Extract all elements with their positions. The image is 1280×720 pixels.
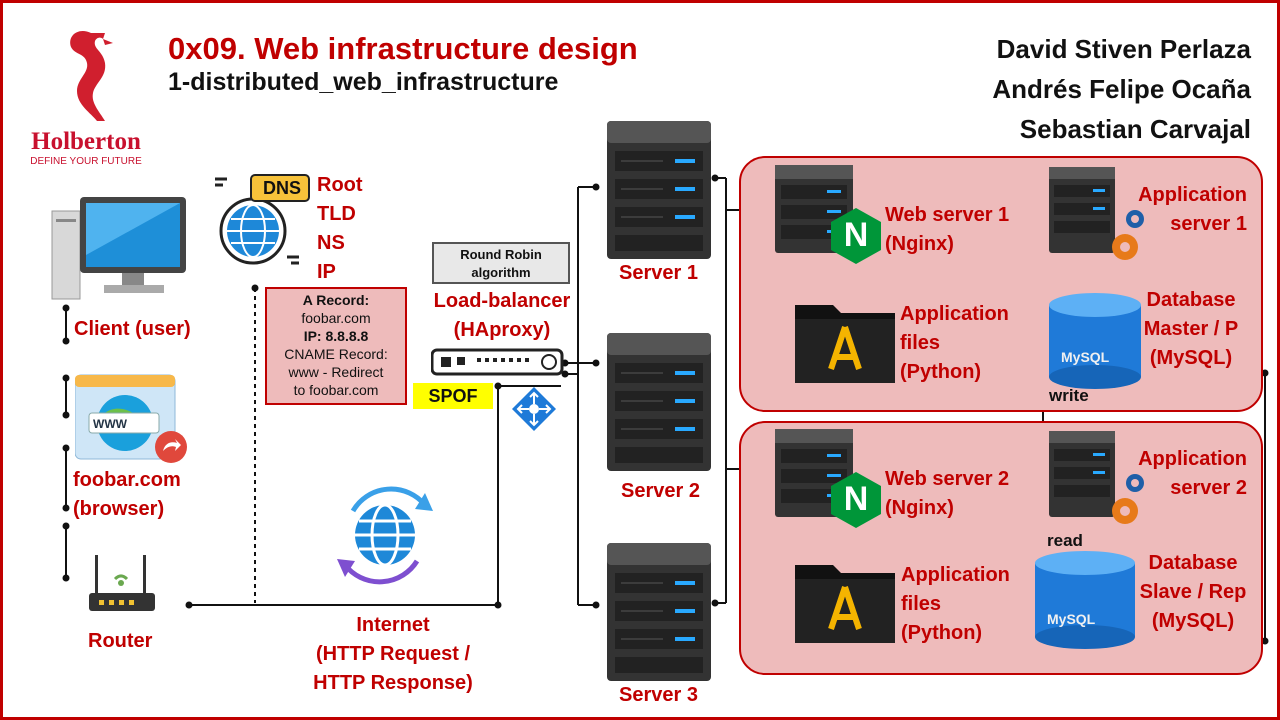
seahorse-icon — [70, 30, 113, 121]
server-tower-icon — [603, 543, 715, 683]
internet-label-line: (HTTP Request / — [315, 643, 471, 665]
holberton-logo: Holberton DEFINE YOUR FUTURE — [21, 25, 151, 167]
dns-record-box: A Record: foobar.com IP: 8.8.8.8 CNAME R… — [265, 287, 407, 405]
spof-badge: SPOF — [413, 383, 493, 409]
load-balancer-device-icon — [430, 346, 565, 378]
nginx-letter: N — [843, 216, 869, 254]
db-label-line: Database — [1146, 289, 1236, 311]
dns-level: IP — [317, 261, 336, 283]
db-write-label: write — [1049, 386, 1089, 405]
app-files-label-line: (Python) — [900, 361, 982, 383]
db-slave-label: Database Slave / Rep (MySQL) — [1131, 549, 1255, 636]
web-server-label-line: (Nginx) — [885, 497, 954, 519]
client-label: Client (user) — [74, 318, 191, 340]
algorithm-box: Round Robin algorithm — [432, 242, 570, 284]
browser-label: foobar.com (browser) — [73, 466, 181, 524]
server-label: Server 1 — [619, 262, 698, 284]
web-server-label-line: Web server 1 — [885, 204, 1010, 226]
app-server-1-label: Application server 1 — [1123, 181, 1247, 239]
db-label-line: Master / P — [1143, 318, 1239, 340]
db-read-label: read — [1047, 531, 1083, 550]
web-server-icon — [775, 165, 853, 255]
dns-record-line: foobar.com — [301, 310, 371, 326]
nginx-icon: N — [829, 471, 883, 529]
app-server-label-line: server 2 — [1170, 477, 1247, 499]
browser-label-line: foobar.com — [73, 469, 181, 491]
dns-record-line: A Record: — [302, 292, 370, 308]
db-label-line: (MySQL) — [1151, 610, 1235, 632]
dns-record-line: to foobar.com — [293, 382, 379, 398]
db-label-line: Database — [1148, 552, 1238, 574]
mysql-database-icon: MySQL — [1033, 551, 1137, 651]
web-server-1-label: Web server 1 (Nginx) — [885, 201, 1009, 259]
dns-levels: Root TLD NS IP — [317, 171, 363, 287]
app-files-label-line: files — [901, 593, 942, 615]
app-server-2-label: Application server 2 — [1123, 445, 1247, 503]
server-tower-icon — [603, 333, 715, 473]
app-files-label-line: Application — [901, 564, 1010, 586]
nginx-icon: N — [829, 207, 883, 265]
app-server-icon — [1049, 167, 1127, 255]
gears-icon — [1107, 471, 1147, 531]
mysql-logo-text: MySQL — [1061, 349, 1110, 365]
dns-icon-text: DNS — [262, 178, 301, 198]
page-title: 0x09. Web infrastructure design — [168, 31, 638, 66]
app-folder-icon — [793, 295, 897, 385]
app-files-1-label: Application files (Python) — [900, 300, 1009, 387]
app-files-label-line: Application — [900, 303, 1009, 325]
author-name: Sebastian Carvajal — [1019, 114, 1251, 144]
page-subtitle: 1-distributed_web_infrastructure — [168, 68, 559, 96]
dns-record-line: CNAME Record: — [284, 346, 388, 362]
dns-record-line: IP: 8.8.8.8 — [303, 328, 369, 344]
app-folder-icon — [793, 555, 897, 645]
router-icon — [85, 551, 159, 617]
browser-label-line: (browser) — [73, 498, 165, 520]
internet-label: Internet (HTTP Request / HTTP Response) — [295, 611, 491, 698]
load-balancer-label-line: Load-balancer — [433, 290, 571, 312]
dns-level: Root — [317, 174, 363, 196]
dns-globe-icon: DNS — [209, 171, 314, 271]
db-label-line: (MySQL) — [1149, 347, 1233, 369]
server-label: Server 3 — [619, 684, 698, 706]
algorithm-line: algorithm — [471, 265, 531, 280]
www-text: WWW — [93, 417, 127, 431]
load-balancer-label-line: (HAproxy) — [453, 319, 551, 341]
logo-tagline: DEFINE YOUR FUTURE — [30, 156, 142, 167]
internet-label-line: Internet — [356, 614, 430, 636]
db-label-line: Slave / Rep — [1139, 581, 1247, 603]
app-files-label-line: files — [900, 332, 941, 354]
load-balancer-label: Load-balancer (HAproxy) — [429, 287, 575, 345]
app-server-label-line: Application — [1138, 448, 1247, 470]
web-server-label-line: (Nginx) — [885, 233, 954, 255]
author-name: David Stiven Perlaza — [996, 34, 1251, 64]
algorithm-line: Round Robin — [460, 247, 542, 262]
app-server-icon — [1049, 431, 1127, 519]
mysql-database-icon: MySQL — [1047, 293, 1143, 389]
dns-record-line: www - Redirect — [288, 364, 384, 380]
web-server-label-line: Web server 2 — [885, 468, 1010, 490]
dns-level: NS — [317, 232, 345, 254]
app-server-label-line: Application — [1138, 184, 1247, 206]
server-label: Server 2 — [621, 480, 700, 502]
internet-label-line: HTTP Response) — [313, 672, 473, 694]
router-label: Router — [88, 630, 153, 652]
computer-icon — [48, 195, 188, 303]
logo-name: Holberton — [31, 128, 141, 155]
internet-globe-icon — [329, 481, 441, 589]
nginx-letter: N — [843, 480, 869, 518]
authors-list: David Stiven Perlaza Andrés Felipe Ocaña… — [992, 29, 1251, 149]
mysql-logo-text: MySQL — [1047, 611, 1096, 627]
web-server-2-label: Web server 2 (Nginx) — [885, 465, 1009, 523]
server-tower-icon — [603, 121, 715, 261]
load-balancer-symbol-icon — [510, 385, 558, 433]
gears-icon — [1107, 207, 1147, 267]
browser-icon: WWW — [74, 373, 187, 465]
app-files-label-line: (Python) — [901, 622, 983, 644]
app-server-label-line: server 1 — [1170, 213, 1247, 235]
dns-level: TLD — [317, 203, 356, 225]
author-name: Andrés Felipe Ocaña — [992, 74, 1251, 104]
app-files-2-label: Application files (Python) — [901, 561, 1010, 648]
db-master-label: Database Master / P (MySQL) — [1135, 286, 1247, 373]
